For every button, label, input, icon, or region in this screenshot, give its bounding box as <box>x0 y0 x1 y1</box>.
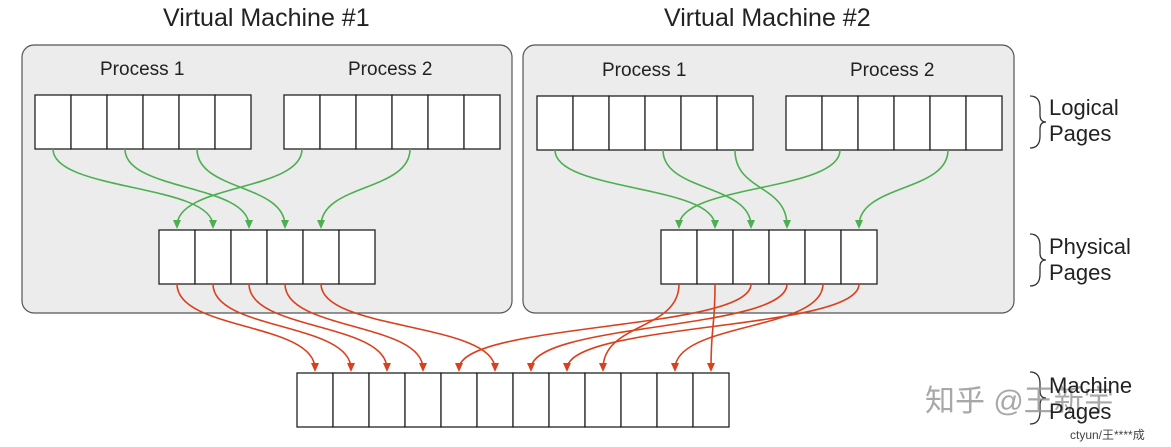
physical-to-machine-arrow-10 <box>671 283 824 372</box>
credit-text: ctyun/王****成 <box>1070 428 1145 442</box>
page-rows <box>34 94 1003 428</box>
physical-pages-brace <box>1029 233 1047 287</box>
vm2phy-page-3 <box>732 229 770 285</box>
mach-page-11 <box>656 372 694 428</box>
vm1-title: Virtual Machine #1 <box>163 4 370 32</box>
logical-label-line2: Pages <box>1049 121 1112 146</box>
vm2p2-page-4 <box>893 95 931 151</box>
machine-label-line1: Machine <box>1049 373 1133 398</box>
vm1p2-page-3 <box>355 94 393 150</box>
vm2p1-page-3 <box>608 95 646 151</box>
vm1p1-page-4 <box>142 94 180 150</box>
physical-to-machine-arrow-11 <box>563 283 860 372</box>
vm2phy-page-5 <box>804 229 842 285</box>
mach-page-1 <box>296 372 334 428</box>
physical-to-machine-arrow-6 <box>599 283 680 372</box>
physical-to-machine-arrow-4 <box>284 283 427 372</box>
vm2-title: Virtual Machine #2 <box>664 4 871 32</box>
physical-to-machine-arrow-8 <box>455 283 752 372</box>
vm2phy-page-4 <box>768 229 806 285</box>
vm2p2-page-2 <box>821 95 859 151</box>
mach-page-8 <box>548 372 586 428</box>
vm1p2-page-5 <box>427 94 465 150</box>
physical-label-line2: Pages <box>1049 260 1112 285</box>
mach-page-5 <box>440 372 478 428</box>
physical-to-machine-arrow-2 <box>212 283 355 372</box>
vm1-process1-label: Process 1 <box>100 59 185 80</box>
machine-label-line2: Pages <box>1049 399 1112 424</box>
mach-page-9 <box>584 372 622 428</box>
physical-to-machine-arrow-5 <box>320 283 499 372</box>
vm1p2-page-1 <box>283 94 321 150</box>
logical-to-physical-arrow-7 <box>662 149 755 229</box>
logical-to-physical-arrow-2 <box>124 148 253 229</box>
vm2p1-page-6 <box>716 95 754 151</box>
vm2p2-page-1 <box>785 95 823 151</box>
vm2phy-page-2 <box>696 229 734 285</box>
watermark: 知乎 @王新宇 <box>925 385 1114 418</box>
vm1p1-page-6 <box>214 94 252 150</box>
vm1p1-page-2 <box>70 94 108 150</box>
vm1phy-page-3 <box>230 229 268 285</box>
vm2p2-page-3 <box>857 95 895 151</box>
mach-page-4 <box>404 372 442 428</box>
logical-to-physical-arrow-9 <box>675 149 841 229</box>
machine-pages-brace <box>1029 371 1047 425</box>
logical-label-line1: Logical <box>1049 95 1119 120</box>
vm2-process1-label: Process 1 <box>602 60 687 81</box>
vm1phy-page-4 <box>266 229 304 285</box>
logical-to-physical-arrow-10 <box>855 149 949 229</box>
vm2p1-page-5 <box>680 95 718 151</box>
vm2p1-page-1 <box>536 95 574 151</box>
logical-pages-brace <box>1029 95 1047 149</box>
vm1p2-page-4 <box>391 94 429 150</box>
mach-page-2 <box>332 372 370 428</box>
vm2p1-page-4 <box>644 95 682 151</box>
vm1p2-page-6 <box>463 94 501 150</box>
mach-page-7 <box>512 372 550 428</box>
physical-to-machine-arrow-3 <box>248 283 391 372</box>
physical-to-machine-arrows <box>176 283 860 372</box>
mach-page-6 <box>476 372 514 428</box>
vm2p2-page-6 <box>965 95 1003 151</box>
logical-pages-label: Logical Pages <box>1049 95 1119 147</box>
vm1phy-page-6 <box>338 229 376 285</box>
mach-page-3 <box>368 372 406 428</box>
vm1phy-page-1 <box>158 229 196 285</box>
machine-pages-label: Machine Pages <box>1049 373 1132 425</box>
physical-to-machine-arrow-9 <box>527 283 788 372</box>
mach-page-12 <box>692 372 730 428</box>
vm1p1-page-3 <box>106 94 144 150</box>
vm2p1-page-2 <box>572 95 610 151</box>
physical-to-machine-arrow-1 <box>176 283 319 372</box>
vm1p1-page-1 <box>34 94 72 150</box>
physical-pages-label: Physical Pages <box>1049 234 1131 286</box>
logical-to-physical-arrow-4 <box>173 148 303 229</box>
vm1p2-page-2 <box>319 94 357 150</box>
vm1-process2-label: Process 2 <box>348 59 433 80</box>
physical-label-line1: Physical <box>1049 234 1131 259</box>
vm2phy-page-1 <box>660 229 698 285</box>
vm1p1-page-5 <box>178 94 216 150</box>
vm1phy-page-2 <box>194 229 232 285</box>
logical-to-physical-arrows <box>52 148 949 229</box>
vm1phy-page-5 <box>302 229 340 285</box>
logical-to-physical-arrow-6 <box>554 149 719 229</box>
mach-page-10 <box>620 372 658 428</box>
vm2p2-page-5 <box>929 95 967 151</box>
logical-to-physical-arrow-1 <box>52 148 217 229</box>
vm2-process2-label: Process 2 <box>850 60 935 81</box>
vm2phy-page-6 <box>840 229 878 285</box>
logical-to-physical-arrow-5 <box>317 148 411 229</box>
